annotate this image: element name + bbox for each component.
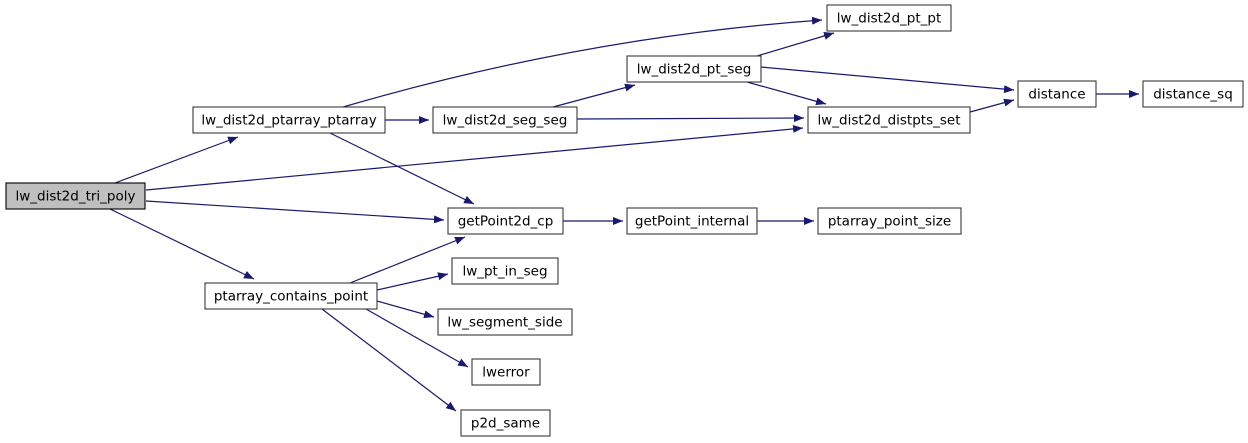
node-ptarray_point_size[interactable]: ptarray_point_size xyxy=(817,207,962,235)
node-lw_dist2d_seg_seg[interactable]: lw_dist2d_seg_seg xyxy=(432,106,578,134)
edge-lw_dist2d_tri_poly-to-getPoint2d_cp xyxy=(145,200,445,224)
node-p2d_same[interactable]: p2d_same xyxy=(460,409,551,437)
node-lw_segment_side[interactable]: lw_segment_side xyxy=(437,308,573,336)
edge-ptarray_contains_point-to-p2d_same xyxy=(321,308,457,412)
node-ptarray_contains_point[interactable]: ptarray_contains_point xyxy=(204,282,378,310)
edge-lw_dist2d_pt_seg-to-distance xyxy=(760,66,1015,94)
edge-lw_dist2d_distpts_set-to-distance xyxy=(969,98,1015,113)
node-lwerror[interactable]: lwerror xyxy=(471,358,541,386)
edge-lw_dist2d_seg_seg-to-lw_dist2d_pt_seg xyxy=(552,83,636,108)
edge-lw_dist2d_ptarray_ptarray-to-getPoint2d_cp xyxy=(329,132,475,205)
node-lw_pt_in_seg[interactable]: lw_pt_in_seg xyxy=(451,257,559,285)
edge-ptarray_contains_point-to-lw_segment_side xyxy=(376,300,435,319)
edges xyxy=(109,16,1139,412)
edge-lw_dist2d_seg_seg-to-lw_dist2d_distpts_set xyxy=(576,114,805,123)
edge-lw_dist2d_ptarray_ptarray-to-lw_dist2d_pt_pt xyxy=(342,16,823,108)
edge-ptarray_contains_point-to-lwerror xyxy=(365,308,469,368)
node-lw_dist2d_ptarray_ptarray[interactable]: lw_dist2d_ptarray_ptarray xyxy=(192,106,386,134)
node-lw_dist2d_pt_pt[interactable]: lw_dist2d_pt_pt xyxy=(826,4,952,32)
edge-lw_dist2d_pt_seg-to-lw_dist2d_pt_pt xyxy=(756,32,835,57)
edge-ptarray_contains_point-to-getPoint2d_cp xyxy=(349,236,466,284)
node-getPoint_internal[interactable]: getPoint_internal xyxy=(626,207,758,235)
edge-lw_dist2d_tri_poly-to-ptarray_contains_point xyxy=(109,208,255,280)
edge-lw_dist2d_tri_poly-to-lw_dist2d_ptarray_ptarray xyxy=(114,136,239,184)
node-lw_dist2d_tri_poly[interactable]: lw_dist2d_tri_poly xyxy=(5,182,146,210)
node-distance_sq[interactable]: distance_sq xyxy=(1142,80,1244,108)
edge-lw_dist2d_pt_seg-to-lw_dist2d_distpts_set xyxy=(746,81,827,106)
node-lw_dist2d_distpts_set[interactable]: lw_dist2d_distpts_set xyxy=(807,106,971,134)
node-lw_dist2d_pt_seg[interactable]: lw_dist2d_pt_seg xyxy=(626,55,762,83)
node-getPoint2d_cp[interactable]: getPoint2d_cp xyxy=(447,207,564,235)
node-distance[interactable]: distance xyxy=(1017,80,1097,108)
edge-lw_dist2d_tri_poly-to-lw_dist2d_distpts_set xyxy=(145,124,804,191)
edge-ptarray_contains_point-to-lw_pt_in_seg xyxy=(376,272,449,291)
